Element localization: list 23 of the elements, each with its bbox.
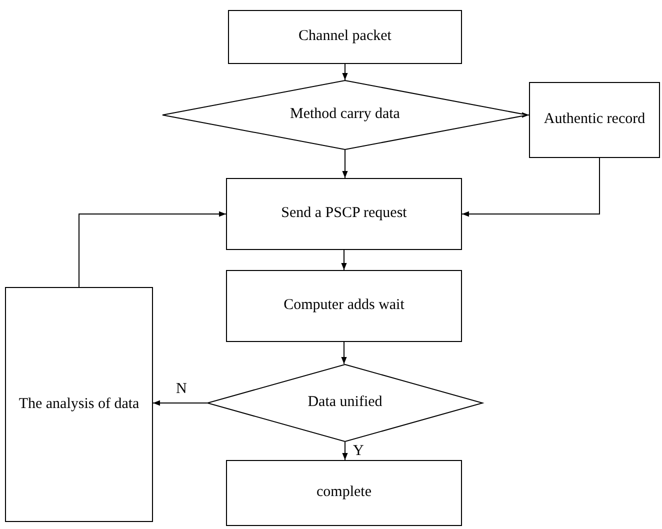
arrow: [522, 112, 530, 118]
arrow: [342, 442, 348, 460]
arrow: [342, 64, 348, 80]
process-box: [226, 270, 462, 342]
arrow: [342, 150, 348, 178]
node-label: Authentic record: [544, 110, 646, 130]
node-label: Method carry data: [290, 105, 400, 124]
arrow: [341, 250, 347, 270]
node-label: Channel packet: [298, 27, 392, 46]
node-label: The analysis of data: [18, 394, 140, 414]
process-box: [226, 178, 462, 250]
node-label: Computer adds wait: [284, 296, 404, 316]
process-box: [226, 460, 462, 526]
process-box: [529, 82, 660, 158]
arrow: [341, 342, 347, 364]
arrow: [152, 400, 208, 406]
process-box: [228, 10, 462, 64]
node-label: Send a PSCP request: [281, 204, 407, 224]
arrow: [462, 158, 600, 217]
node-label: complete: [316, 483, 372, 502]
node-label: Data unified: [308, 393, 382, 412]
process-box: [5, 287, 153, 522]
arrow: [78, 211, 226, 288]
